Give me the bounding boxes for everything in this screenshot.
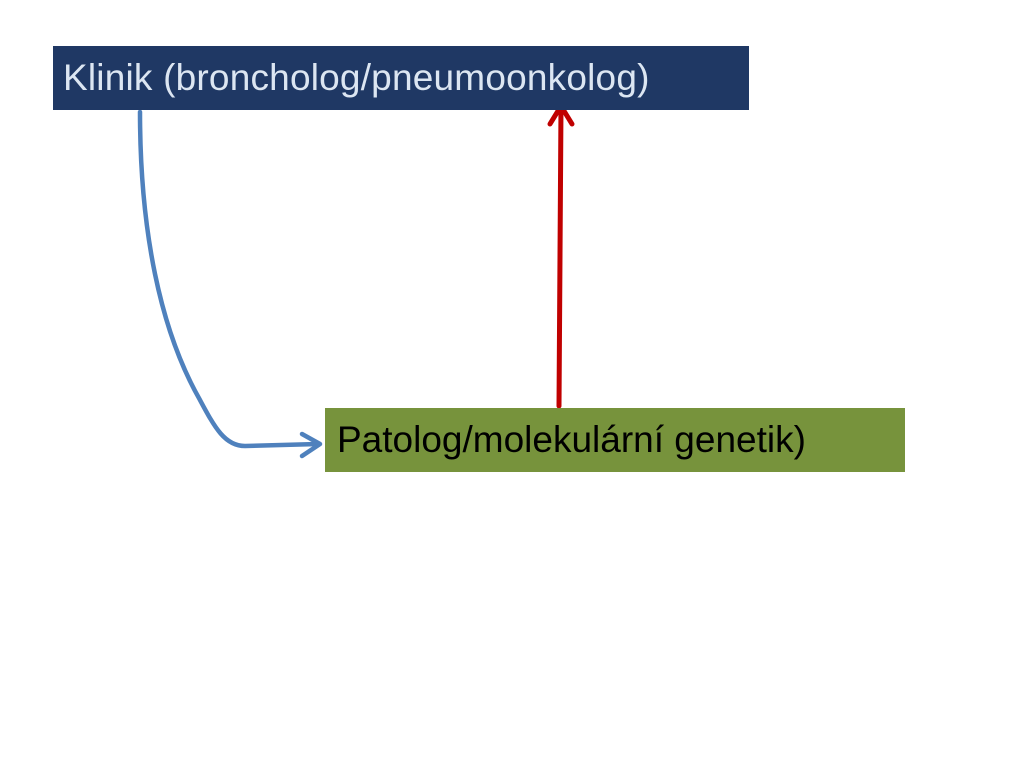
arrow-clinic-to-pathology <box>137 109 321 449</box>
arrowhead-clinic-to-pathology <box>299 431 323 459</box>
node-clinic: Klinik (broncholog/pneumoonkolog) <box>53 46 749 110</box>
arrow-pathology-to-clinic <box>556 103 564 409</box>
node-clinic-label: Klinik (broncholog/pneumoonkolog) <box>63 57 650 98</box>
node-pathology-label: Patolog/molekulární genetik) <box>337 419 806 460</box>
node-pathology: Patolog/molekulární genetik) <box>325 408 905 472</box>
